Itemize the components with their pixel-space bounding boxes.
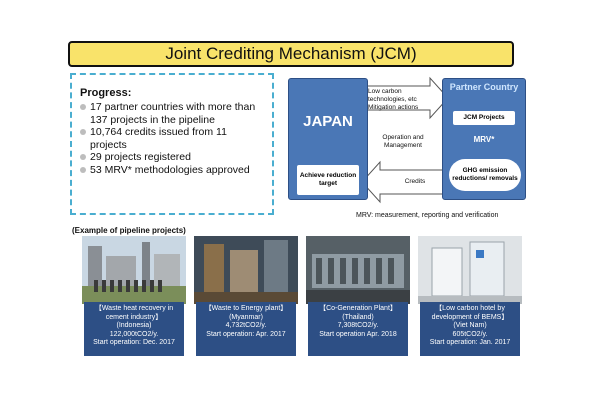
- project-title: 【Low carbon hotel by development of BEMS…: [431, 305, 509, 321]
- project-title: 【Co-Generation Plant】: [319, 305, 397, 312]
- mrv-note: MRV: measurement, reporting and verifica…: [356, 212, 499, 219]
- progress-heading: Progress:: [80, 87, 132, 99]
- project-caption-myanmar: 【Waste to Energy plant】 (Myanmar) 4,732t…: [196, 302, 296, 356]
- project-amount: 605tCO2/y.: [452, 330, 488, 338]
- project-start: Start operation: Dec. 2017: [93, 339, 175, 347]
- project-start: Start operation Apr. 2018: [319, 330, 397, 338]
- project-start: Start operation: Apr. 2017: [206, 330, 286, 338]
- arrow-to-partner: [365, 76, 449, 120]
- project-start: Start operation: Jan. 2017: [429, 339, 511, 347]
- japan-label: JAPAN: [303, 113, 353, 130]
- arrows-svg: [361, 76, 449, 204]
- project-photo-vietnam: [418, 236, 522, 304]
- jcm-projects-box: JCM Projects: [453, 111, 515, 125]
- progress-box: Progress: 17 partner countries with more…: [70, 73, 274, 215]
- ghg-cloud: GHG emission reductions/ removals: [449, 159, 521, 191]
- project-caption-vietnam: 【Low carbon hotel by development of BEMS…: [420, 302, 520, 356]
- progress-item-registered: 29 projects registered: [80, 151, 266, 164]
- japan-box: JAPAN Achieve reduction target: [288, 78, 368, 200]
- partner-country-box: Partner Country JCM Projects MRV* GHG em…: [442, 78, 526, 200]
- project-caption-thailand: 【Co-Generation Plant】 (Thailand) 7,308tC…: [308, 302, 408, 356]
- project-country: (Indonesia): [116, 322, 152, 330]
- jcm-diagram: JAPAN Achieve reduction target Partner C…: [280, 74, 530, 216]
- partner-country-label: Partner Country: [449, 82, 519, 92]
- project-country: (Myanmar): [229, 313, 263, 321]
- progress-item-countries: 17 partner countries with more than 137 …: [80, 101, 266, 126]
- progress-item-credits: 10,764 credits issued from 11 projects: [80, 126, 266, 151]
- credits-label: Credits: [404, 178, 426, 185]
- project-photo-thailand: [306, 236, 410, 304]
- page-title: Joint Crediting Mechanism (JCM): [68, 41, 514, 67]
- project-photo-myanmar: [194, 236, 298, 304]
- example-label: (Example of pipeline projects): [72, 226, 186, 235]
- project-title: 【Waste heat recovery in cement industry】: [94, 305, 174, 321]
- achieve-target-box: Achieve reduction target: [297, 165, 359, 195]
- project-country: (Thailand): [342, 313, 374, 321]
- project-amount: 7,308tCO2/y.: [337, 322, 379, 330]
- progress-item-methodologies: 53 MRV* methodologies approved: [80, 164, 266, 177]
- project-photo-indonesia: [82, 236, 186, 304]
- project-country: (Viet Nam): [453, 322, 487, 330]
- operation-label: Operation and Management: [382, 134, 424, 149]
- low-carbon-label: Low carbon technologies, etc Mitigation …: [368, 88, 419, 111]
- project-caption-indonesia: 【Waste heat recovery in cement industry】…: [84, 302, 184, 356]
- mrv-label: MRV*: [473, 135, 495, 144]
- progress-list: 17 partner countries with more than 137 …: [80, 101, 266, 177]
- project-amount: 4,732tCO2/y.: [225, 322, 267, 330]
- project-title: 【Waste to Energy plant】: [204, 305, 288, 312]
- arrow-to-japan: [361, 160, 449, 204]
- project-amount: 122,000tCO2/y.: [109, 330, 159, 338]
